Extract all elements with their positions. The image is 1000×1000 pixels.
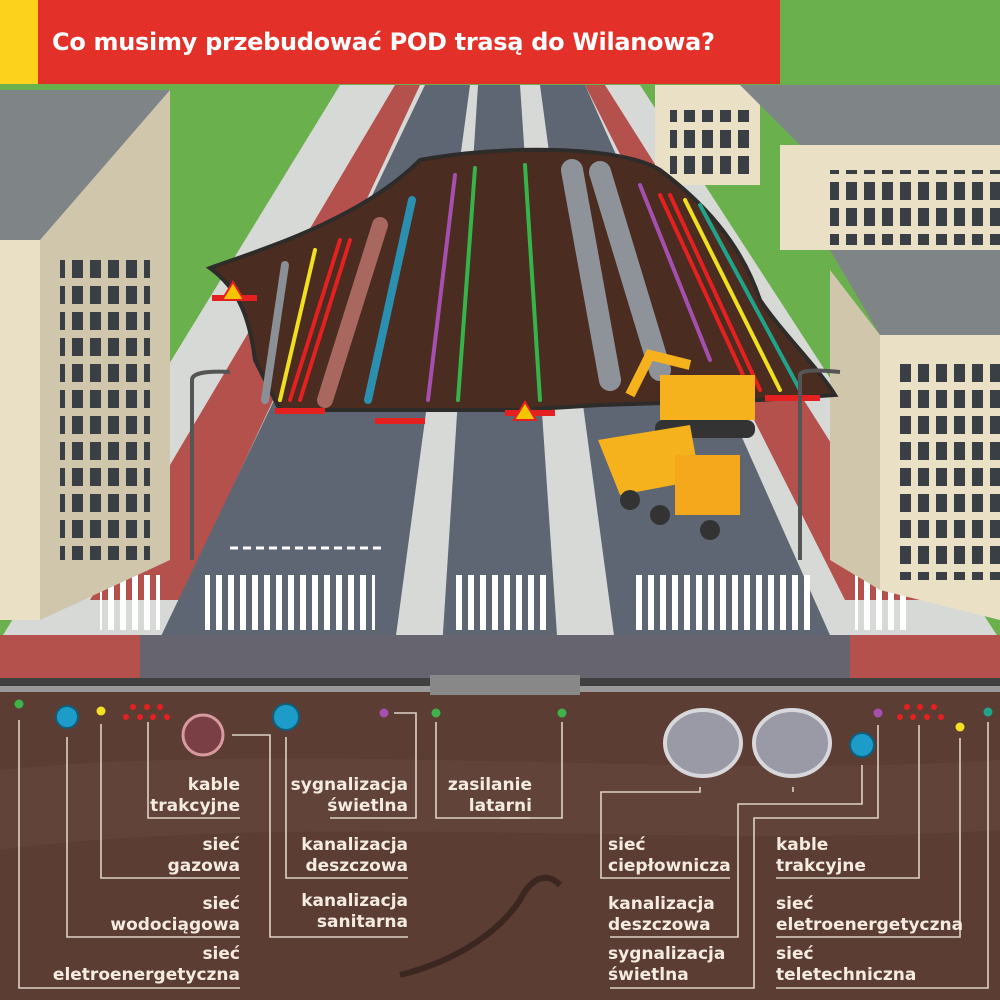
marker-storm-drain-right xyxy=(849,732,875,758)
street-lamps xyxy=(190,368,841,560)
marker-water-pipe xyxy=(55,705,79,729)
dump-truck xyxy=(598,425,740,540)
marker-storm-drain-left xyxy=(272,703,300,731)
page-title: Co musimy przebudować POD trasą do Wilan… xyxy=(52,28,715,56)
marker-sanitary-sewer xyxy=(181,713,225,757)
marker-traffic-signal-left xyxy=(379,708,389,718)
marker-heating-pipe-2 xyxy=(752,708,832,778)
marker-electric-left xyxy=(14,699,24,709)
title-accent-strip xyxy=(0,0,38,84)
crosswalks xyxy=(100,575,910,630)
connector-lines xyxy=(18,712,989,989)
marker-traffic-signal-right xyxy=(873,708,883,718)
marker-street-light-1 xyxy=(431,708,441,718)
marker-traction-cables-right xyxy=(897,704,944,720)
title-bar: Co musimy przebudować POD trasą do Wilan… xyxy=(38,0,780,84)
marker-gas xyxy=(96,706,106,716)
marker-heating-pipe-1 xyxy=(663,708,743,778)
marker-telecom xyxy=(983,707,993,717)
tram-foundation xyxy=(430,675,580,695)
marker-electric-right xyxy=(955,722,965,732)
dinosaur-fossil xyxy=(399,874,563,978)
marker-street-light-2 xyxy=(557,708,567,718)
marker-traction-cables-left xyxy=(123,704,170,720)
pipes xyxy=(261,159,802,408)
barriers xyxy=(212,280,820,424)
